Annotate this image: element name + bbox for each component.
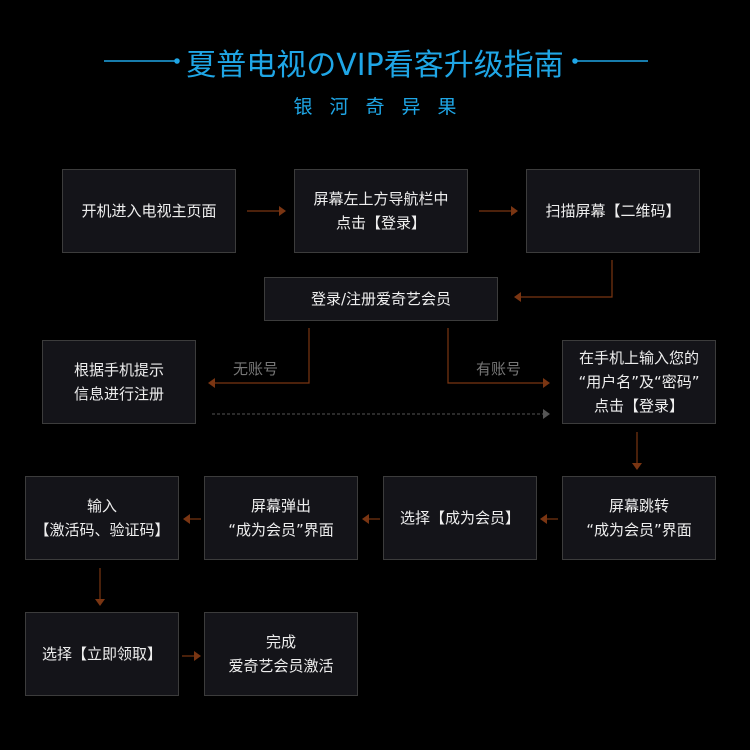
step-click-login: 屏幕左上方导航栏中 点击【登录】: [294, 169, 468, 253]
step-popup: 屏幕弹出 “成为会员”界面: [204, 476, 358, 560]
step-register: 根据手机提示 信息进行注册: [42, 340, 196, 424]
arrow-no-account: [214, 328, 310, 384]
page-title: 夏普电视のVIP看客升级指南: [186, 48, 564, 83]
arrow-3-login: [520, 260, 613, 298]
step-done: 完成 爱奇艺会员激活: [204, 612, 358, 696]
step-select-member: 选择【成为会员】: [383, 476, 537, 560]
page-subtitle: 银河奇异果: [293, 96, 474, 118]
step-power-on: 开机进入电视主页面: [62, 169, 236, 253]
step-scan-qr: 扫描屏幕【二维码】: [526, 169, 700, 253]
title-dot-left: [174, 58, 180, 64]
arrow-has-account: [447, 328, 544, 384]
label-no-account: 无账号: [233, 360, 279, 378]
step-select-claim: 选择【立即领取】: [25, 612, 179, 696]
label-has-account: 有账号: [476, 360, 522, 378]
title-dot-right: [572, 58, 578, 64]
step-enter-code: 输入 【激活码、验证码】: [25, 476, 179, 560]
step-login-register: 登录/注册爱奇艺会员: [264, 277, 498, 321]
step-enter-credentials: 在手机上输入您的 “用户名”及“密码” 点击【登录】: [562, 340, 716, 424]
step-screen-jump: 屏幕跳转 “成为会员”界面: [562, 476, 716, 560]
